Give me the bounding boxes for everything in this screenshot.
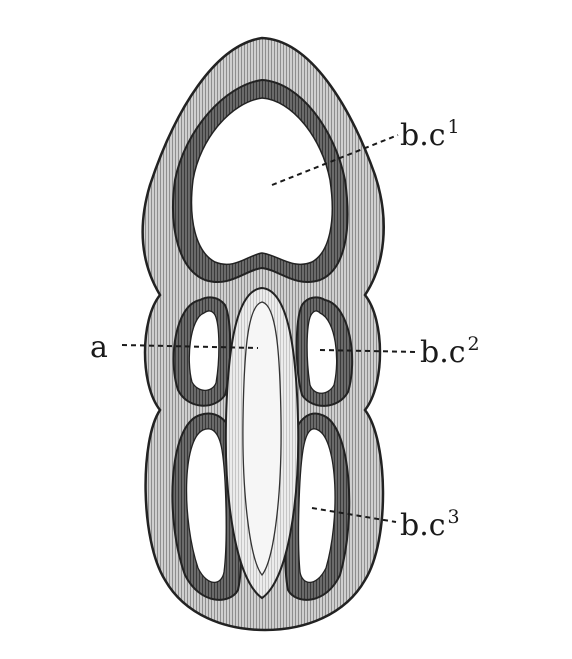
upper-cavity xyxy=(190,97,333,265)
left-middle-cavity xyxy=(188,310,220,392)
right-lower-cavity xyxy=(297,428,336,584)
leader-line-a xyxy=(121,344,259,349)
central-body-inner xyxy=(242,301,282,577)
leader-line-bc1 xyxy=(271,134,399,186)
leader-line-bc2 xyxy=(319,349,419,353)
label-a: a xyxy=(90,330,108,365)
left-lower-cavity xyxy=(185,428,227,584)
right-middle-cavity xyxy=(306,310,338,394)
